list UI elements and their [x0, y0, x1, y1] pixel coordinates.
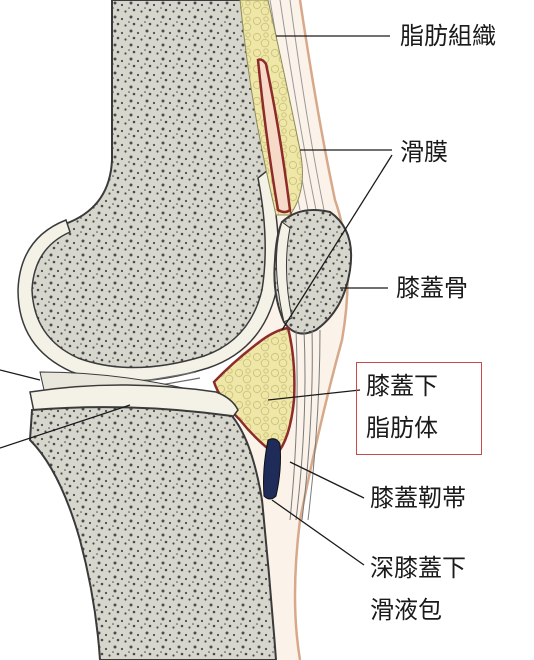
label-patella: 膝蓋骨	[396, 274, 468, 302]
skin-outline	[293, 0, 349, 660]
leader-left-lower	[0, 404, 131, 449]
femoral-cartilage	[17, 168, 280, 382]
deep-infrapatellar-bursa	[263, 438, 281, 500]
femur	[23, 0, 274, 376]
patella	[273, 209, 353, 335]
highlight-box	[356, 362, 482, 455]
label-adipose-tissue: 脂肪組織	[400, 22, 496, 50]
infrapatellar-fat-pad	[212, 326, 296, 457]
leader-left-upper	[0, 369, 41, 381]
patellar-ligament-strands	[289, 329, 321, 521]
label-patellar-ligament: 膝蓋靭帯	[370, 484, 466, 512]
label-deep-bursa-line2: 滑液包	[370, 596, 442, 624]
leader-fat-pad	[267, 389, 361, 401]
leader-synovium-lower	[281, 154, 393, 331]
label-fat-pad-line2: 脂肪体	[366, 414, 438, 442]
label-deep-bursa-line1: 深膝蓋下	[370, 554, 466, 582]
leader-ligament	[289, 461, 365, 499]
leader-bursa	[271, 499, 365, 566]
label-fat-pad-line1: 膝蓋下	[366, 372, 438, 400]
leader-lines	[0, 35, 393, 566]
label-synovium: 滑膜	[400, 138, 448, 166]
tibia	[28, 406, 278, 660]
